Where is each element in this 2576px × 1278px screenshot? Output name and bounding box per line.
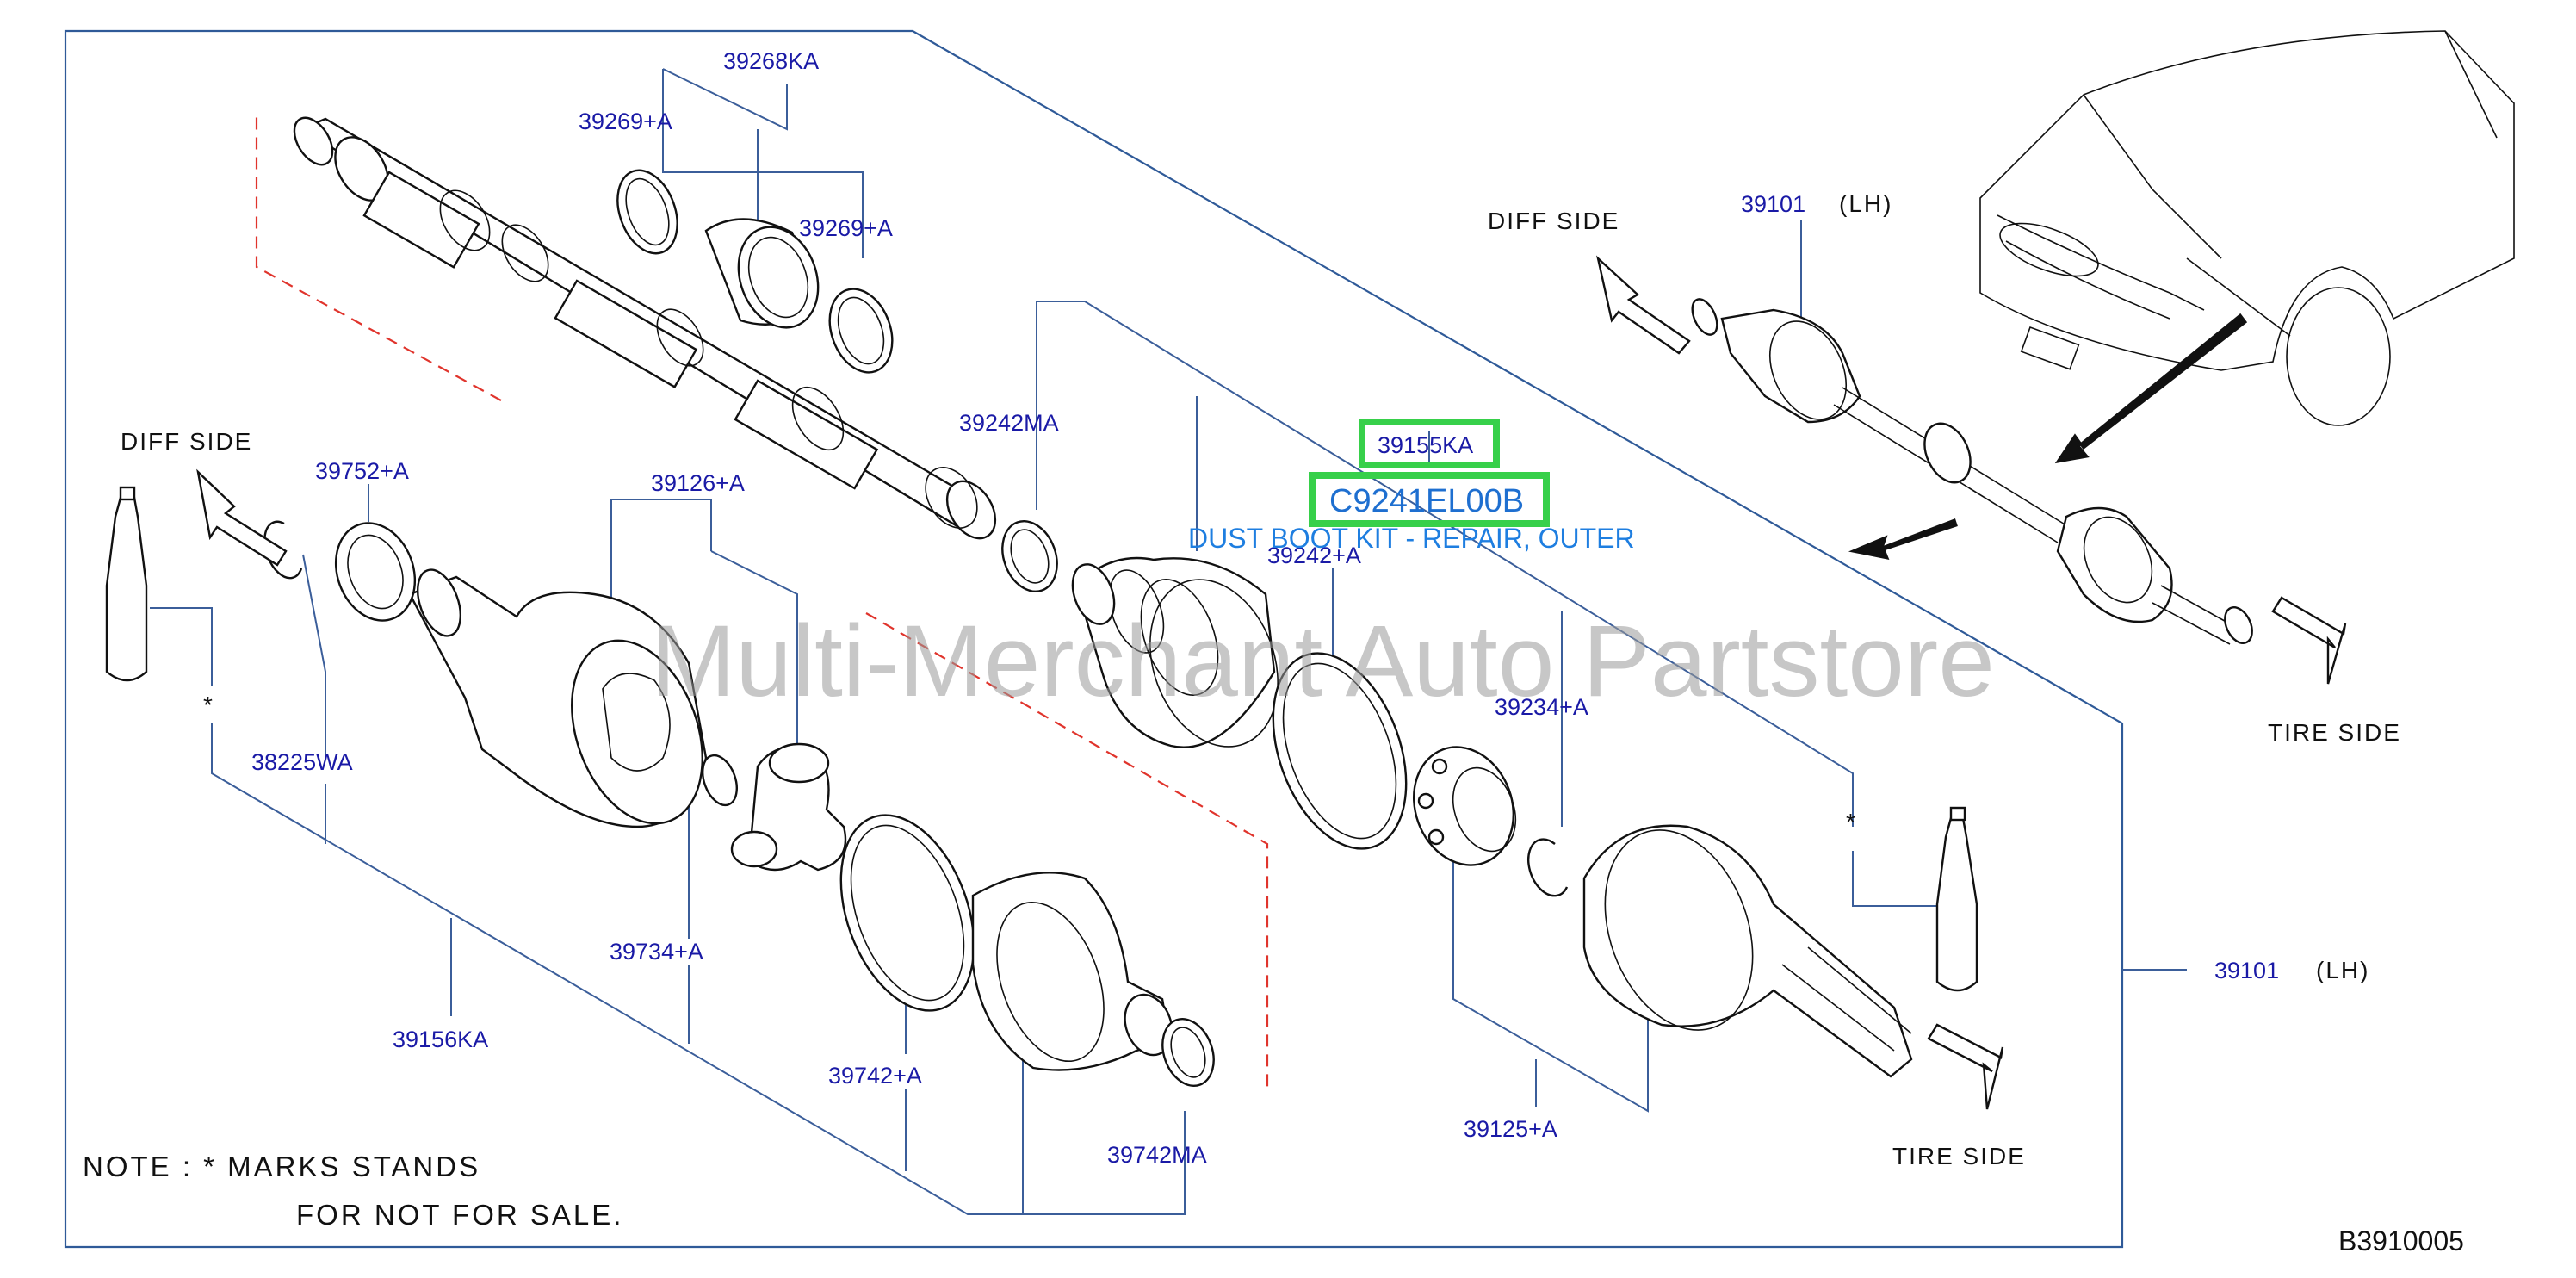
arrow-diff-right-icon: [1596, 255, 1691, 355]
vehicle-illustration: [1979, 30, 2515, 426]
leader-lines: [150, 68, 2187, 1215]
upper-damper-group: [616, 169, 894, 374]
label-39101-side: 39101: [2214, 958, 2279, 983]
complete-drive-shaft: [1691, 298, 2253, 645]
direction-arrows: [196, 255, 2347, 1110]
inner-boot-group: [839, 814, 1215, 1087]
arrow-tire-right-icon: [2271, 596, 2347, 685]
label-38225WA: 38225WA: [251, 749, 353, 775]
label-39269A-left: 39269+A: [579, 109, 672, 134]
left-ring-group: [263, 520, 417, 622]
label-diff-side-right: DIFF SIDE: [1488, 208, 1619, 234]
dashed-guide-lower: [865, 612, 1269, 1094]
tripod-group: [702, 742, 847, 872]
label-39101-top: 39101: [1741, 191, 1805, 217]
highlight-box-part-code[interactable]: [1309, 472, 1550, 527]
outer-joint: [1582, 824, 1913, 1078]
label-39269A-right: 39269+A: [799, 215, 893, 241]
diagram-code: B3910005: [2338, 1225, 2464, 1256]
arrow-tire-bottom-icon: [1927, 1023, 2004, 1110]
label-39752A: 39752+A: [315, 458, 409, 484]
ball-cage-group: [1412, 746, 1569, 897]
note-line-1: NOTE : * MARKS STANDS: [83, 1151, 480, 1182]
outer-boot-group: [1001, 520, 1408, 850]
label-39125A: 39125+A: [1464, 1116, 1557, 1142]
label-lh-top: (LH): [1839, 190, 1892, 217]
label-39742MA: 39742MA: [1107, 1142, 1207, 1168]
grease-bottle-left: [105, 486, 148, 682]
note-line-2: FOR NOT FOR SALE.: [296, 1199, 623, 1231]
highlight-part-description: DUST BOOT KIT - REPAIR, OUTER: [1188, 523, 1635, 554]
label-39242A: 39242+A: [1267, 543, 1361, 568]
inner-joint-housing: [408, 568, 708, 828]
intermediate-shaft: [293, 116, 997, 540]
highlight-part-code[interactable]: C9241EL00B: [1329, 483, 1524, 519]
arrow-removal-icon: [1848, 518, 1958, 561]
diagram-frame: [64, 29, 2124, 1249]
label-39734A: 39734+A: [610, 939, 703, 965]
grease-bottle-right: [1935, 806, 1978, 992]
label-tire-side-right: TIRE SIDE: [2268, 719, 2401, 746]
label-39234A: 39234+A: [1495, 694, 1588, 720]
label-diff-side-left: DIFF SIDE: [121, 428, 252, 455]
label-39155KA: 39155KA: [1378, 432, 1473, 458]
label-lh-side: (LH): [2316, 957, 2369, 983]
label-39268KA: 39268KA: [723, 48, 819, 74]
watermark: Multi-Merchant Auto Partstore: [651, 605, 1995, 718]
label-39156KA: 39156KA: [393, 1027, 488, 1052]
label-39126A: 39126+A: [651, 470, 745, 496]
highlight-box-39155KA[interactable]: [1359, 419, 1500, 468]
star-mark-right: *: [1846, 809, 1857, 835]
dashed-guide-upper: [255, 112, 502, 401]
arrow-diff-left-icon: [196, 468, 288, 567]
label-39742A: 39742+A: [828, 1063, 922, 1089]
label-39242MA: 39242MA: [959, 410, 1059, 436]
arrow-shaft-pointer-icon: [2054, 313, 2248, 464]
label-tire-side-bottom: TIRE SIDE: [1892, 1143, 2026, 1169]
star-mark-left: *: [203, 692, 214, 718]
